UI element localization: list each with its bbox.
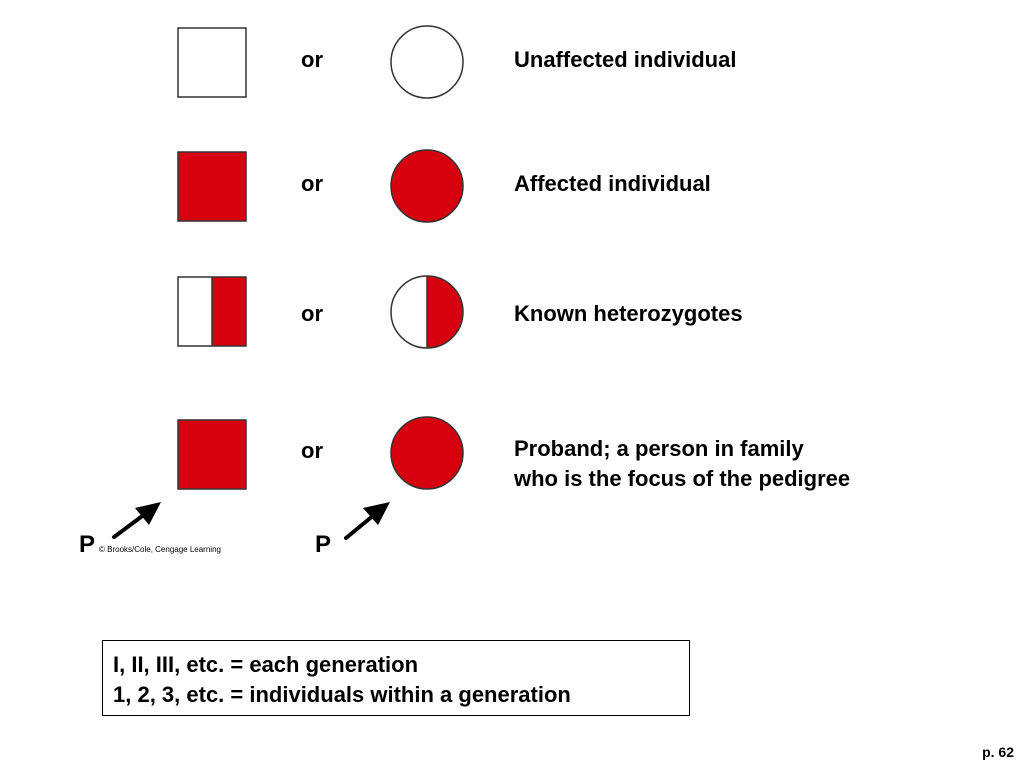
proband-female-arrow-icon: [344, 502, 390, 540]
heterozygote-female-circle: [390, 275, 464, 349]
proband-male-arrow-icon: [112, 502, 161, 539]
heterozygote-male-square: [177, 276, 247, 347]
note-generation-line: I, II, III, etc. = each generation: [113, 652, 419, 677]
proband-female-label: P: [315, 531, 332, 558]
or-label-heterozygote: or: [301, 301, 323, 326]
copyright-credit: © Brooks/Cole, Cengage Learning: [99, 545, 221, 554]
description-proband: Proband; a person in family who is the f…: [514, 434, 850, 494]
description-heterozygote: Known heterozygotes: [514, 301, 743, 326]
description-proband-line-1: Proband; a person in family: [514, 436, 804, 461]
description-unaffected: Unaffected individual: [514, 47, 737, 72]
note-individuals-line: 1, 2, 3, etc. = individuals within a gen…: [113, 682, 571, 707]
description-proband-line-2: who is the focus of the pedigree: [514, 466, 851, 491]
or-label-affected: or: [301, 171, 323, 196]
affected-male-square: [177, 151, 247, 222]
unaffected-female-circle: [390, 25, 464, 99]
unaffected-male-square: [177, 27, 247, 98]
description-affected: Affected individual: [514, 171, 711, 196]
or-label-unaffected: or: [301, 47, 323, 72]
affected-female-circle: [390, 149, 464, 223]
notation-note-box: I, II, III, etc. = each generation 1, 2,…: [102, 640, 690, 716]
proband-male-square: [177, 419, 247, 490]
proband-male-label: P: [79, 531, 96, 558]
proband-female-circle: [390, 416, 464, 490]
or-label-proband: or: [301, 438, 323, 463]
page-number: p. 62: [982, 744, 1014, 760]
